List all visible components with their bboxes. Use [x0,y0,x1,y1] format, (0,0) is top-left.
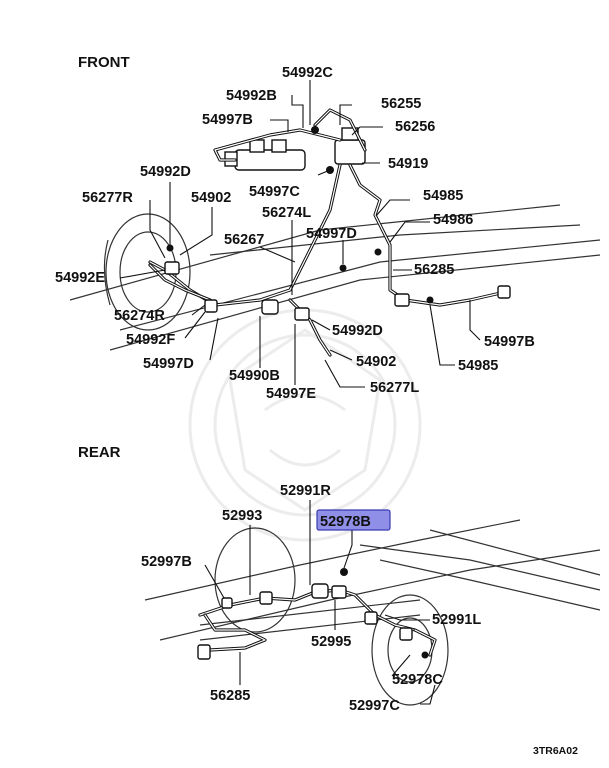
label-54997B-top[interactable]: 54997B [202,112,253,128]
label-54997D-bottom[interactable]: 54997D [143,356,194,372]
label-54985-bottom[interactable]: 54985 [458,358,498,374]
label-52978B[interactable]: 52978B [320,514,371,530]
label-56277R[interactable]: 56277R [82,190,133,206]
label-56274R[interactable]: 56274R [114,308,165,324]
label-54992D-top[interactable]: 54992D [140,164,191,180]
label-56277L[interactable]: 56277L [370,380,419,396]
front-assembly [69,80,601,388]
label-54992B[interactable]: 54992B [226,88,277,104]
label-54992C[interactable]: 54992C [282,65,333,81]
rear-assembly [144,500,601,706]
watermark-emblem [188,308,422,542]
label-52991R[interactable]: 52991R [280,483,331,499]
front-section-title: FRONT [78,54,130,71]
rear-section-title: REAR [78,444,121,461]
label-54986[interactable]: 54986 [433,212,473,228]
label-52995[interactable]: 52995 [311,634,351,650]
highlight-52978B [316,509,391,531]
label-54992F[interactable]: 54992F [126,332,175,348]
label-56256[interactable]: 56256 [395,119,435,135]
label-56267[interactable]: 56267 [224,232,264,248]
label-52978C[interactable]: 52978C [392,672,443,688]
label-52997B[interactable]: 52997B [141,554,192,570]
diagram-code: 3TR6A02 [533,745,578,757]
label-54992E[interactable]: 54992E [55,270,105,286]
label-52993[interactable]: 52993 [222,508,262,524]
label-52991L[interactable]: 52991L [432,612,481,628]
label-56285-rear[interactable]: 56285 [210,688,250,704]
label-52997C[interactable]: 52997C [349,698,400,714]
label-54990B[interactable]: 54990B [229,368,280,384]
label-56274L[interactable]: 56274L [262,205,311,221]
label-54992D-bottom[interactable]: 54992D [332,323,383,339]
label-54985-top[interactable]: 54985 [423,188,463,204]
label-54997C[interactable]: 54997C [249,184,300,200]
label-54919[interactable]: 54919 [388,156,428,172]
label-54997D-top[interactable]: 54997D [306,226,357,242]
label-56285[interactable]: 56285 [414,262,454,278]
label-54997B-right[interactable]: 54997B [484,334,535,350]
label-54902-top[interactable]: 54902 [191,190,231,206]
label-54902-bottom[interactable]: 54902 [356,354,396,370]
label-56255[interactable]: 56255 [381,96,421,112]
label-54997E[interactable]: 54997E [266,386,316,402]
